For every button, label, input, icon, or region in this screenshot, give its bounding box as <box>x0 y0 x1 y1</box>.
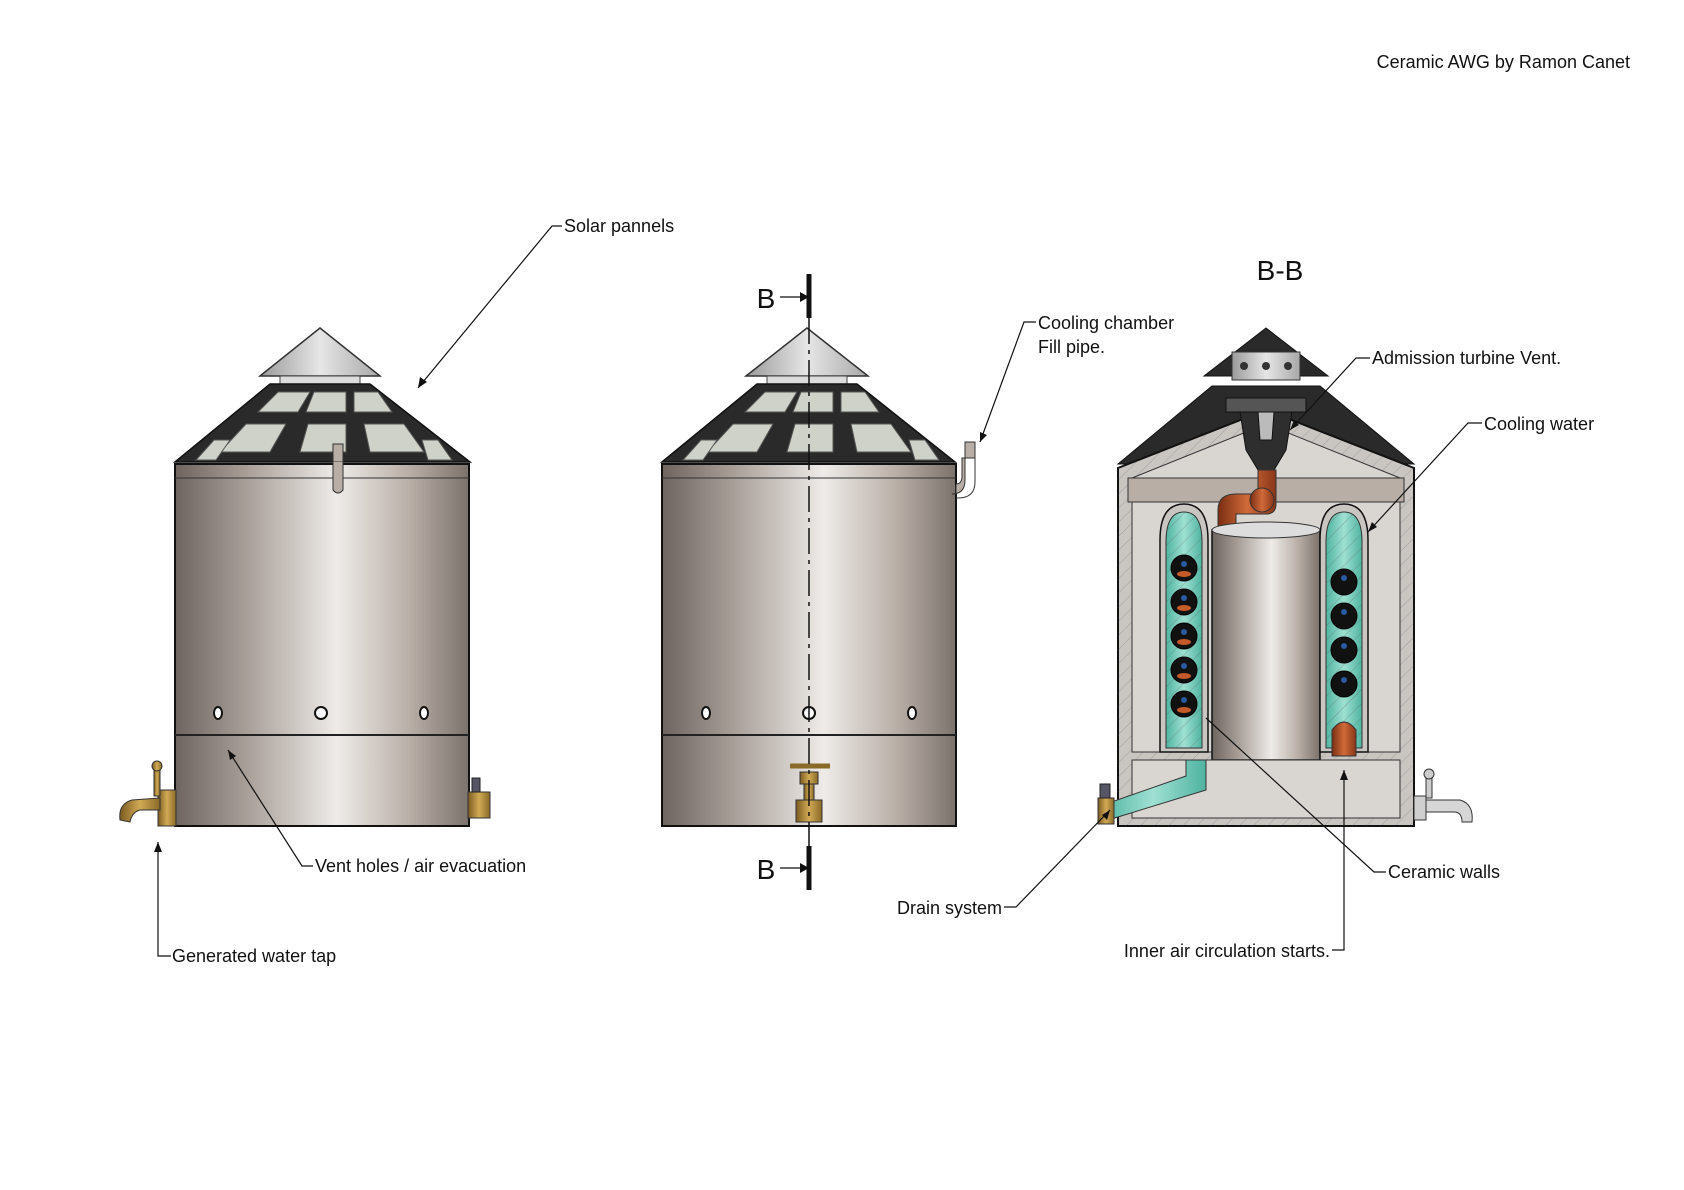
section-marker-bottom: B <box>757 854 776 885</box>
cooling-chamber-fill-pipe <box>951 441 976 499</box>
label-solar-pannels: Solar pannels <box>564 216 674 236</box>
section-water-tap <box>1413 768 1473 823</box>
roof-cap-cone <box>257 327 383 377</box>
admission-turbine <box>1225 397 1307 471</box>
label-ceramic-walls: Ceramic walls <box>1388 862 1500 882</box>
label-cooling-water: Cooling water <box>1484 414 1594 434</box>
tank-body <box>174 463 470 827</box>
vent-holes <box>213 706 429 720</box>
inner-air-cylinder <box>1211 529 1321 761</box>
leader-lines <box>154 225 1482 957</box>
label-generated-water-tap: Generated water tap <box>172 946 336 966</box>
label-fill-pipe: Fill pipe. <box>1038 337 1105 357</box>
label-cooling-chamber: Cooling chamber <box>1038 313 1174 333</box>
label-vent-holes: Vent holes / air evacuation <box>315 856 526 876</box>
callout-labels: Solar pannels Vent holes / air evacuatio… <box>172 216 1594 966</box>
section-b-b-view: B-B <box>1097 255 1473 827</box>
label-drain-system: Drain system <box>897 898 1002 918</box>
generated-water-tap <box>119 760 177 827</box>
cooling-water-column-left <box>1159 503 1209 753</box>
drawing-credit: Ceramic AWG by Ramon Canet <box>1377 52 1630 72</box>
label-inner-air-circulation: Inner air circulation starts. <box>1124 941 1330 961</box>
label-admission-turbine-vent: Admission turbine Vent. <box>1372 348 1561 368</box>
section-marker-top: B <box>757 283 776 314</box>
cooling-water-column-right <box>1319 503 1369 757</box>
vent-holes <box>701 706 917 720</box>
section-reference-view: B B <box>659 274 976 890</box>
front-view-tank <box>119 327 491 827</box>
section-title: B-B <box>1257 255 1304 286</box>
